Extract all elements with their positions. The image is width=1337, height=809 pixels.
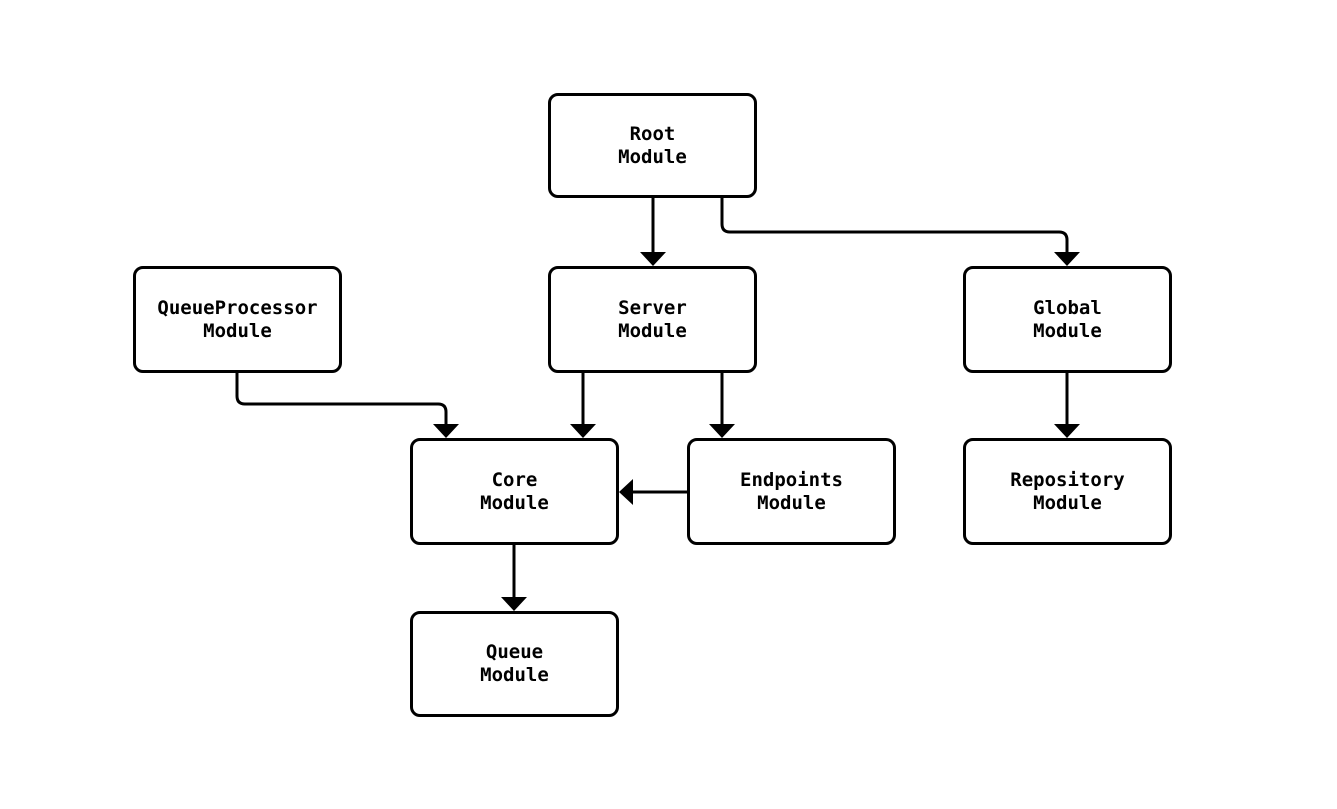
node-label-line: Module [203,319,272,342]
node-label-line: Module [1033,319,1102,342]
node-label-line: QueueProcessor [157,296,318,319]
node-core-module: Core Module [410,438,619,545]
node-root-module: Root Module [548,93,757,198]
node-label-line: Queue [485,641,544,663]
node-global-module: Global Module [963,266,1172,373]
edge-root-global [720,198,1069,253]
node-label-line: Repository [1010,468,1125,491]
arrowhead-endpoints-core [619,479,633,505]
arrowhead-core-queue [501,597,527,611]
edge-queueprocessor-core [235,373,448,425]
arrowhead-global-repository [1054,424,1080,438]
node-label-line: Server [618,296,687,319]
node-label-line: Module [757,491,826,514]
node-label-line: Module [618,145,687,168]
node-label-line: Module [1033,491,1102,514]
node-queueprocessor-module: QueueProcessor Module [133,266,342,373]
node-label-line: Core [491,468,538,491]
node-label-line: Module [480,491,549,514]
arrowhead-root-global [1054,252,1080,266]
arrowhead-queueprocessor-core [433,424,459,438]
node-label-line: Root [629,122,676,145]
node-label-line: Global [1033,296,1102,319]
arrowhead-server-core [570,424,596,438]
node-label-line: Endpoints [740,468,843,491]
node-endpoints-module: Endpoints Module [687,438,896,545]
node-label-line: Module [480,664,549,686]
node-queue-module: Queue Module [410,611,619,717]
arrowhead-root-server [640,252,666,266]
node-label-line: Module [618,319,687,342]
node-server-module: Server Module [548,266,757,373]
node-repository-module: Repository Module [963,438,1172,545]
arrowhead-server-endpoints [709,424,735,438]
